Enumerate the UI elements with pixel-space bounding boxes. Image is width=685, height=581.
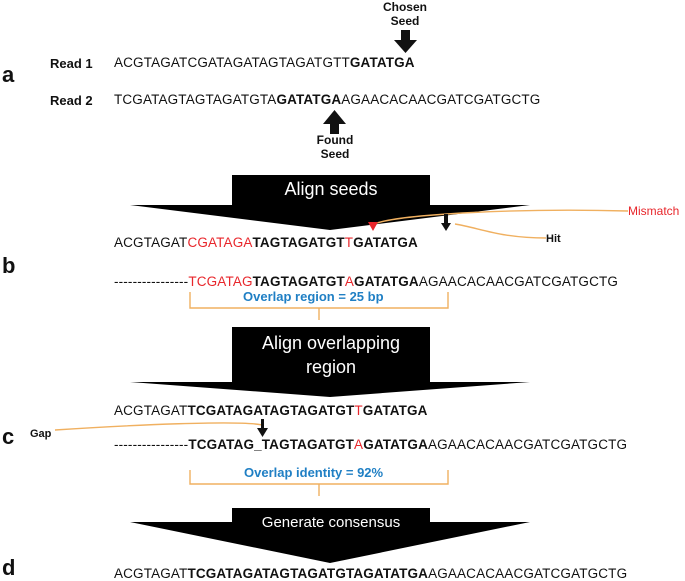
- gap-label: Gap: [30, 428, 52, 440]
- panel-c-read1: ACGTAGATTCGATAGATAGTAGATGTTGATATGA: [114, 403, 428, 418]
- hit-label: Hit: [546, 233, 561, 245]
- panel-b-read1: ACGTAGATCGATAGATAGTAGATGTTGATATGA: [114, 235, 418, 250]
- panel-c-read2: ----------------TCGATAG_TAGTAGATGTAGATAT…: [114, 437, 628, 452]
- overlap-identity-bracket: [189, 470, 449, 496]
- overlap-region-bracket: [189, 292, 449, 320]
- hit-arrow-icon: [441, 223, 451, 231]
- chosen-seed-label: Chosen Seed: [382, 0, 427, 28]
- panel-letter-b: b: [2, 253, 16, 278]
- step2-label: Align overlapping region: [261, 333, 401, 377]
- step3-label: Generate consensus: [261, 514, 401, 531]
- found-seed: GATATGA: [276, 92, 342, 107]
- chosen-seed: GATATGA: [349, 55, 415, 70]
- consensus-sequence: ACGTAGATTCGATAGATAGTAGATGTAGATATGAAGAACA…: [114, 566, 628, 581]
- overlap-identity-label: Overlap identity = 92%: [244, 465, 384, 480]
- read2-sequence: TCGATAGTAGTAGATGTAGATATGAAGAACACAACGATCG…: [114, 92, 541, 107]
- mismatch-label: Mismatch: [628, 204, 680, 218]
- mismatch-arrow-icon: [368, 222, 378, 231]
- read1-label: Read 1: [50, 56, 93, 71]
- mismatch-callout: [373, 209, 629, 225]
- gap-arrow-icon: [257, 428, 268, 437]
- chosen-seed-arrow-icon: [394, 30, 417, 53]
- step2-banner-arrow: [130, 327, 530, 397]
- found-seed-arrow-icon: [323, 110, 346, 134]
- panel-letter-c: c: [2, 424, 15, 449]
- read2-label: Read 2: [50, 93, 93, 108]
- panel-letter-a: a: [2, 62, 15, 87]
- found-seed-label: Found Seed: [316, 133, 354, 161]
- gap-callout: [54, 422, 263, 431]
- gap-arrow-stem: [261, 419, 264, 429]
- step3-banner-arrow: [130, 508, 530, 563]
- hit-callout: [454, 223, 547, 239]
- panel-b-read2: ----------------TCGATAGTAGTAGATGTAGATATG…: [114, 274, 619, 289]
- overlap-region-label: Overlap region = 25 bp: [243, 289, 384, 304]
- read1-sequence: ACGTAGATCGATAGATAGTAGATGTTGATATGA: [114, 55, 415, 70]
- step1-banner-arrow: [130, 175, 530, 230]
- panel-letter-d: d: [2, 555, 16, 580]
- step1-label: Align seeds: [284, 179, 378, 199]
